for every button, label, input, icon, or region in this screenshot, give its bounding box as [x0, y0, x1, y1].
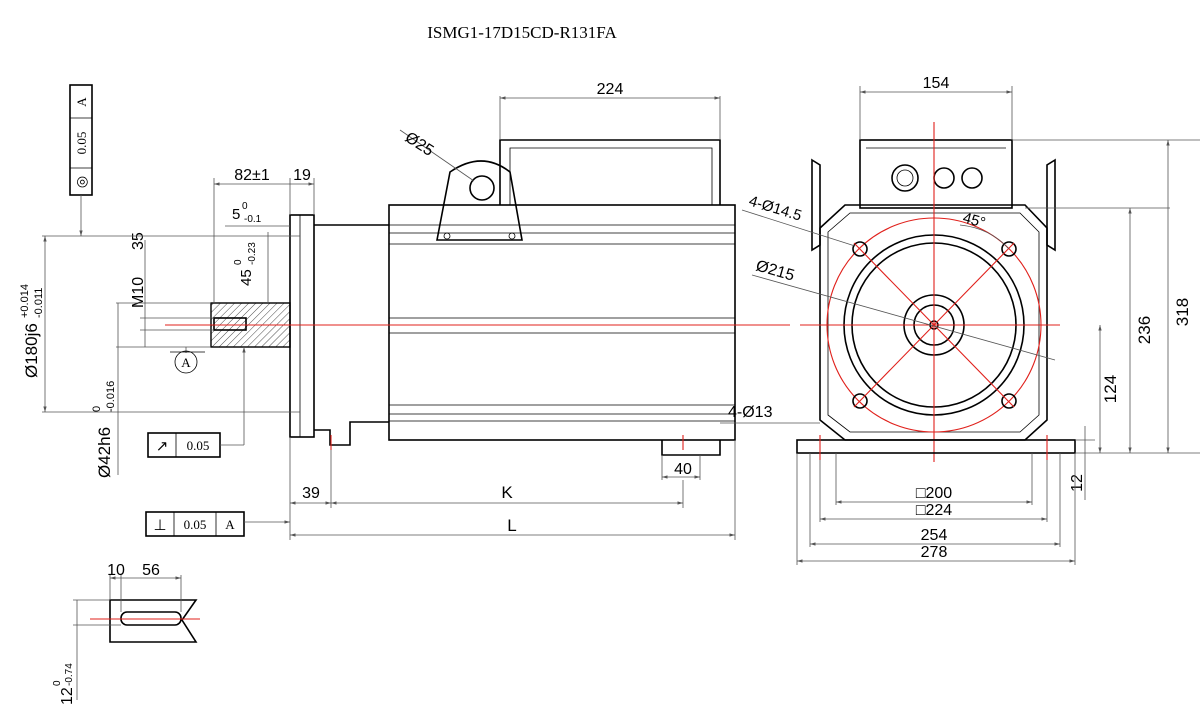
- dim-mount-hole: 4-Ø13: [728, 404, 773, 421]
- dim-foot-square-224: □224: [916, 502, 952, 519]
- dim-foot-width-278: 278: [921, 544, 948, 561]
- dim-height-flange: 236: [1135, 316, 1154, 344]
- key-detail-length: 56: [142, 562, 160, 579]
- dim-key-length-sup: 0: [233, 259, 244, 265]
- end-foot: [796, 439, 1076, 454]
- drawing-title: ISMG1-17D15CD-R131FA: [427, 23, 617, 42]
- dim-key-depth-tol: -0.1: [244, 214, 262, 225]
- key-detail-offset: 10: [107, 562, 125, 579]
- key-detail-shaft: [109, 599, 198, 643]
- dim-shaft-diameter: Ø42h6: [95, 427, 114, 478]
- concentricity-symbol: ◎: [73, 176, 89, 188]
- dim-foot-thickness: 12: [1069, 474, 1086, 492]
- gland-1: [933, 167, 955, 189]
- dim-pilot-tol-upper: +0.014: [19, 284, 31, 318]
- concentricity-frame: A 0.05 ◎: [69, 84, 93, 236]
- perpendicularity-frame: ⊥ 0.05 A: [145, 511, 290, 537]
- motor-foot: [661, 440, 721, 456]
- key-detail-depth-sup: 0: [52, 680, 63, 686]
- dim-key-length-tol: -0.23: [247, 242, 258, 265]
- runout-symbol: ↗: [156, 438, 169, 455]
- key-detail-depth-tol: -0.74: [64, 663, 75, 686]
- gland-2: [961, 167, 983, 189]
- flange-hole-bl: [852, 393, 868, 409]
- dim-shaft-height: 124: [1101, 375, 1120, 403]
- dim-height-total: 318: [1173, 298, 1192, 326]
- runout-frame: ↗ 0.05: [147, 347, 246, 458]
- dim-bolt-circle: Ø215: [754, 258, 796, 285]
- dim-key-length: 45: [238, 269, 255, 286]
- terminal-box: [499, 139, 721, 205]
- dim-foot-offset: 40: [674, 461, 692, 478]
- dim-top-width: 154: [923, 75, 950, 92]
- dim-angle: 45°: [961, 209, 987, 231]
- runout-value: 0.05: [187, 438, 210, 453]
- dim-thread: M10: [130, 277, 147, 308]
- flange-hole-tr: [1001, 241, 1017, 257]
- datum-a-label: A: [181, 355, 191, 370]
- connector-round: [891, 164, 919, 192]
- dim-shaft-tol-lower: -0.016: [105, 381, 117, 412]
- dim-shaft-to-foot: 39: [302, 485, 320, 502]
- dim-pilot-diameter: Ø180j6: [22, 323, 41, 378]
- dim-pilot-tol-lower: -0.011: [33, 288, 45, 318]
- key-detail-depth: 12: [59, 687, 76, 705]
- datum-a-marker: A: [170, 347, 205, 374]
- perpendicularity-value: 0.05: [184, 517, 207, 532]
- dim-key-depth-sup: 0: [242, 201, 248, 212]
- dim-foot-square-200: □200: [916, 485, 952, 502]
- dim-shaft-tol-upper: 0: [91, 406, 103, 412]
- flange-hole-br: [1001, 393, 1017, 409]
- concentricity-value: 0.05: [74, 132, 89, 155]
- flange-hole-tl: [852, 241, 868, 257]
- end-view: 154 4-Ø14.5 45° Ø215 318 236 124 12 □200: [741, 75, 1200, 565]
- lift-eye: [436, 160, 523, 241]
- dim-terminal-box-width: 224: [597, 81, 624, 98]
- dim-lift-hole: Ø25: [402, 129, 437, 160]
- dim-l: L: [507, 516, 516, 535]
- dim-flange-holes: 4-Ø14.5: [747, 193, 804, 225]
- perpendicularity-symbol: ⊥: [153, 517, 166, 534]
- end-terminal-box: [859, 139, 1013, 209]
- flange: [289, 214, 315, 438]
- concentricity-datum: A: [74, 97, 89, 107]
- dim-key-depth-top: 5: [232, 206, 240, 223]
- dim-shaft-length: 82±1: [234, 167, 270, 184]
- key-detail: 10 56 12 0 -0.74: [52, 562, 200, 705]
- dim-flange-thickness: 19: [293, 167, 311, 184]
- side-view: 224 Ø25 82±1 19 5 0 -0.1 45 0 -0.23 M10 …: [19, 81, 820, 540]
- motor-body: [388, 204, 736, 441]
- perpendicularity-datum: A: [225, 517, 235, 532]
- dim-foot-width-254: 254: [921, 527, 948, 544]
- dim-thread-depth: 35: [130, 232, 147, 250]
- dim-k: K: [501, 483, 513, 502]
